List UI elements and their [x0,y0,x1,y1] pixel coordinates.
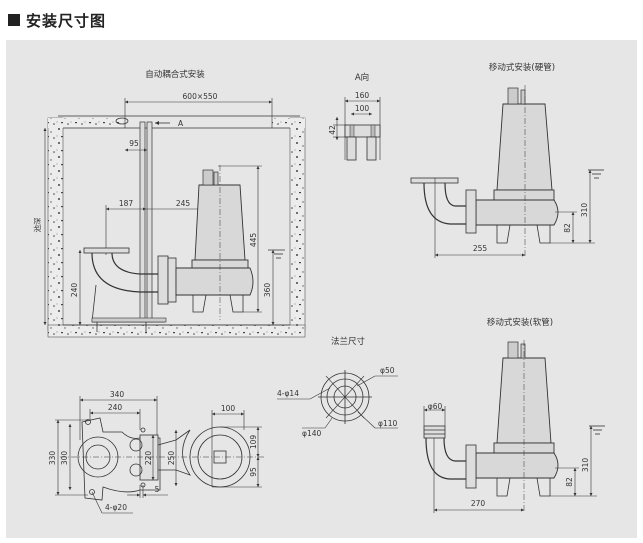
flange-phi110: φ110 [378,419,397,428]
hard-pump-motor [496,103,553,191]
pit-left-wall [47,117,64,331]
dim-240-plan: 240 [108,403,123,412]
dim-220: 220 [144,451,153,466]
pit-cover-left [48,118,123,128]
flange-phi50: φ50 [380,366,395,375]
mobile-soft-pipe-view: 移动式安装(软管) φ60 270 82 310 [423,317,605,513]
pump-volute [175,267,254,296]
pit-cover-right [272,118,305,128]
dim-330: 330 [48,451,57,466]
dim-100-plan: 100 [221,404,236,413]
dim-42: 42 [328,125,337,135]
dim-250: 250 [167,451,176,466]
dim-100: 100 [355,104,370,113]
dim-245: 245 [176,199,191,208]
flange-holes: 4-φ14 [277,389,299,398]
plan-view: 340 240 330 300 220 250 [48,390,265,514]
dim-240: 240 [70,283,79,298]
dim-95: 95 [129,139,139,148]
dim-109: 109 [249,435,258,450]
mobile-soft-title: 移动式安装(软管) [487,317,553,328]
pit-floor [47,324,306,338]
pit-right-wall [289,117,306,331]
mobile-hard-title: 移动式安装(硬管) [489,62,555,73]
dim-160: 160 [355,91,370,100]
dim-310-soft: 310 [581,458,590,473]
dim-340: 340 [110,390,125,399]
hard-pipe-flange [410,177,459,184]
plan-holes: 4-φ20 [105,503,127,512]
a-view-title: A向 [355,72,369,83]
flange-phi140: φ140 [302,429,321,438]
hard-pump-volute [475,199,559,226]
section-title: 安装尺寸图 [26,11,107,30]
dim-270: 270 [471,499,486,508]
section-header: 安装尺寸图 [8,8,106,32]
dim-phi60: φ60 [428,402,443,411]
dim-310-hard: 310 [580,203,589,218]
dim-445: 445 [249,233,258,248]
dim-187: 187 [119,199,134,208]
flange-view: 法兰尺寸 φ50 4-φ14 φ140 φ110 [277,336,398,438]
soft-pump-volute [475,452,559,479]
dim-82-soft: 82 [565,477,574,487]
pit-depth-label: 池深 [32,217,42,232]
hose-coupling [423,425,446,439]
dim-82-hard: 82 [563,223,572,233]
discharge-flange [83,247,130,254]
chain-hook-icon [115,117,129,125]
direction-a-label: A [178,119,184,128]
dim-360: 360 [263,283,272,298]
a-direction-view: A向 160 100 42 [328,72,381,161]
flange-title: 法兰尺寸 [331,336,366,347]
dim-opening: 600×550 [183,92,218,101]
square-bullet-icon [8,14,20,26]
mobile-hard-pipe-view: 移动式安装(硬管) 255 82 310 [410,62,604,258]
coupling-base [91,317,167,323]
auto-coupling-view: 自动耦合式安装 池深 600×550 A 95 187 245 [32,69,306,338]
dim-300: 300 [60,451,69,466]
auto-coupling-title: 自动耦合式安装 [145,69,205,80]
dim-95-plan: 95 [249,467,258,477]
dim-5: 5 [155,485,160,494]
dim-255: 255 [473,244,488,253]
